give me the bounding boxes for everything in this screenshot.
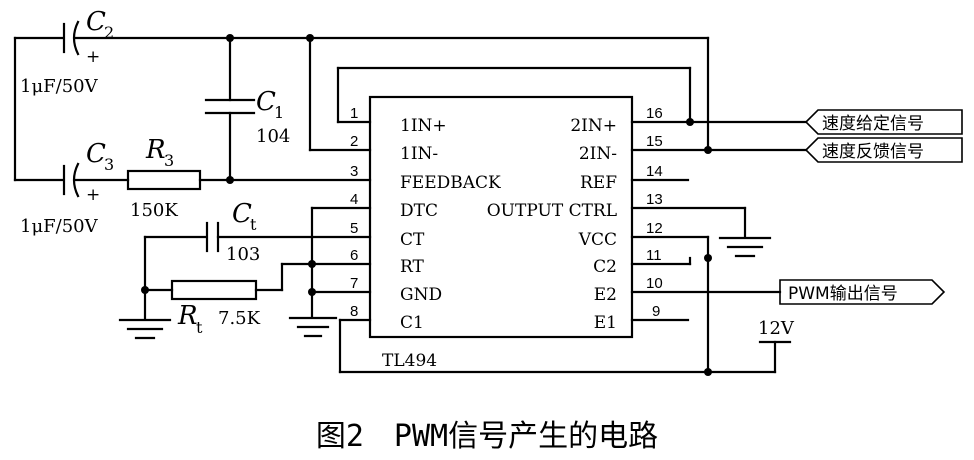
top-wiring [13,36,710,182]
pin-label: E2 [594,285,617,305]
pin-label: 2IN+ [570,116,617,136]
svg-text:+: + [86,47,100,67]
pin-number: 12 [646,220,663,237]
svg-text:C: C [86,139,106,169]
svg-text:103: 103 [226,244,260,265]
pin-number: 8 [350,303,358,320]
pin-number: 1 [350,105,358,122]
svg-text:速度给定信号: 速度给定信号 [822,114,924,134]
capacitor-c2: C 2 + 1μF/50V [20,7,114,97]
speed-set-signal-tag: 速度给定信号 [688,109,963,135]
dtc-gnd-wiring [288,206,338,338]
svg-text:t: t [250,215,257,234]
pin-label: REF [580,173,617,193]
pin-label: DTC [400,201,438,221]
pin-number: 2 [350,133,358,150]
figure-caption: 图2 PWM信号产生的电路 [316,419,658,454]
svg-text:7.5K: 7.5K [218,308,261,329]
tl494-chip-body [368,95,634,339]
pin-number: 16 [646,105,663,122]
pwm-output-signal-tag: PWM输出信号 [779,279,946,305]
pin-number: 5 [350,220,358,237]
pin-number: 15 [646,133,663,150]
speed-feedback-signal-tag: 速度反馈信号 [706,137,963,163]
svg-text:3: 3 [164,151,174,170]
svg-text:1μF/50V: 1μF/50V [20,216,99,237]
svg-text:150K: 150K [130,200,178,221]
left-pin-stubs [216,120,372,322]
pin-label: VCC [578,230,617,250]
right-pin-stubs [630,120,782,322]
pin-label: RT [400,257,425,277]
pin-number: 13 [646,191,663,208]
pin-number: 11 [646,247,662,264]
pin-label: E1 [594,313,617,333]
svg-text:R: R [145,135,166,165]
pin-label: OUTPUT CTRL [487,201,617,221]
svg-text:C: C [256,87,276,117]
timing-network: C t 103 R t 7.5K [118,199,284,340]
svg-text:t: t [196,318,203,337]
pin-label: FEEDBACK [400,173,501,193]
junction-dots [141,34,712,376]
pin-number: 9 [652,303,660,320]
capacitor-c3: C 3 + 1μF/50V [20,139,130,237]
pin-number: 7 [350,275,358,292]
svg-text:PWM输出信号: PWM输出信号 [788,284,898,304]
svg-text:104: 104 [256,126,290,147]
svg-text:速度反馈信号: 速度反馈信号 [822,142,924,162]
pin-label: CT [400,230,425,250]
pin-label: GND [400,285,442,305]
svg-text:C: C [86,7,106,37]
pin-label: C1 [400,313,424,333]
svg-text:2: 2 [104,23,114,42]
resistor-r3: R 3 150K [126,135,232,221]
svg-text:C: C [232,199,252,229]
capacitor-c1: C 1 104 [204,87,290,147]
pin-label: 2IN- [579,144,617,164]
pin-number: 6 [350,247,358,264]
pin-label: 1IN+ [400,116,447,136]
pin-number: 14 [646,163,663,180]
pin-number: 4 [350,191,358,208]
svg-text:3: 3 [104,155,114,174]
svg-text:1: 1 [274,103,284,122]
pin-number: 10 [646,275,663,292]
svg-text:+: + [86,185,100,205]
svg-text:1μF/50V: 1μF/50V [20,76,99,97]
pin-number: 3 [350,163,358,180]
svg-text:R: R [177,301,198,331]
pin-label: 1IN- [400,144,438,164]
tl494-chip-name: TL494 [382,351,437,371]
pin-label: C2 [593,257,617,277]
svg-text:12V: 12V [758,318,795,339]
